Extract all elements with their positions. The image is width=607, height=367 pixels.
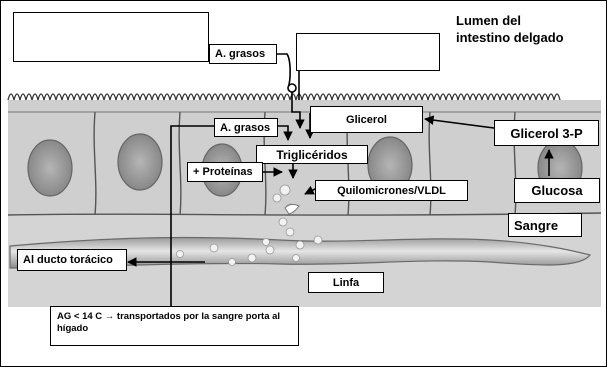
label-proteinas: + Proteínas — [187, 162, 263, 182]
label-trigliceridos: Triglicéridos — [256, 145, 368, 164]
ag-note-box: AG < 14 C → transportados por la sangre … — [50, 306, 299, 346]
label-a-grasos-top: A. grasos — [209, 44, 277, 64]
label-ducto-toracico: Al ducto torácico — [17, 249, 127, 271]
blank-answer-box-center — [296, 33, 440, 71]
label-quilomicrones: Quilomicrones/VLDL — [315, 180, 468, 201]
label-glucosa: Glucosa — [514, 178, 600, 203]
label-linfa: Linfa — [308, 272, 384, 293]
lumen-title-line2: intestino delgado — [456, 29, 564, 46]
label-glicerol: Glicerol — [310, 106, 423, 133]
label-a-grasos-mid: A. grasos — [214, 118, 278, 137]
label-sangre: Sangre — [508, 213, 582, 237]
label-glicerol-3p: Glicerol 3-P — [494, 120, 599, 146]
lumen-title: Lumen del intestino delgado — [452, 10, 568, 48]
lumen-title-line1: Lumen del — [456, 12, 564, 29]
blank-answer-box-left — [13, 12, 209, 62]
